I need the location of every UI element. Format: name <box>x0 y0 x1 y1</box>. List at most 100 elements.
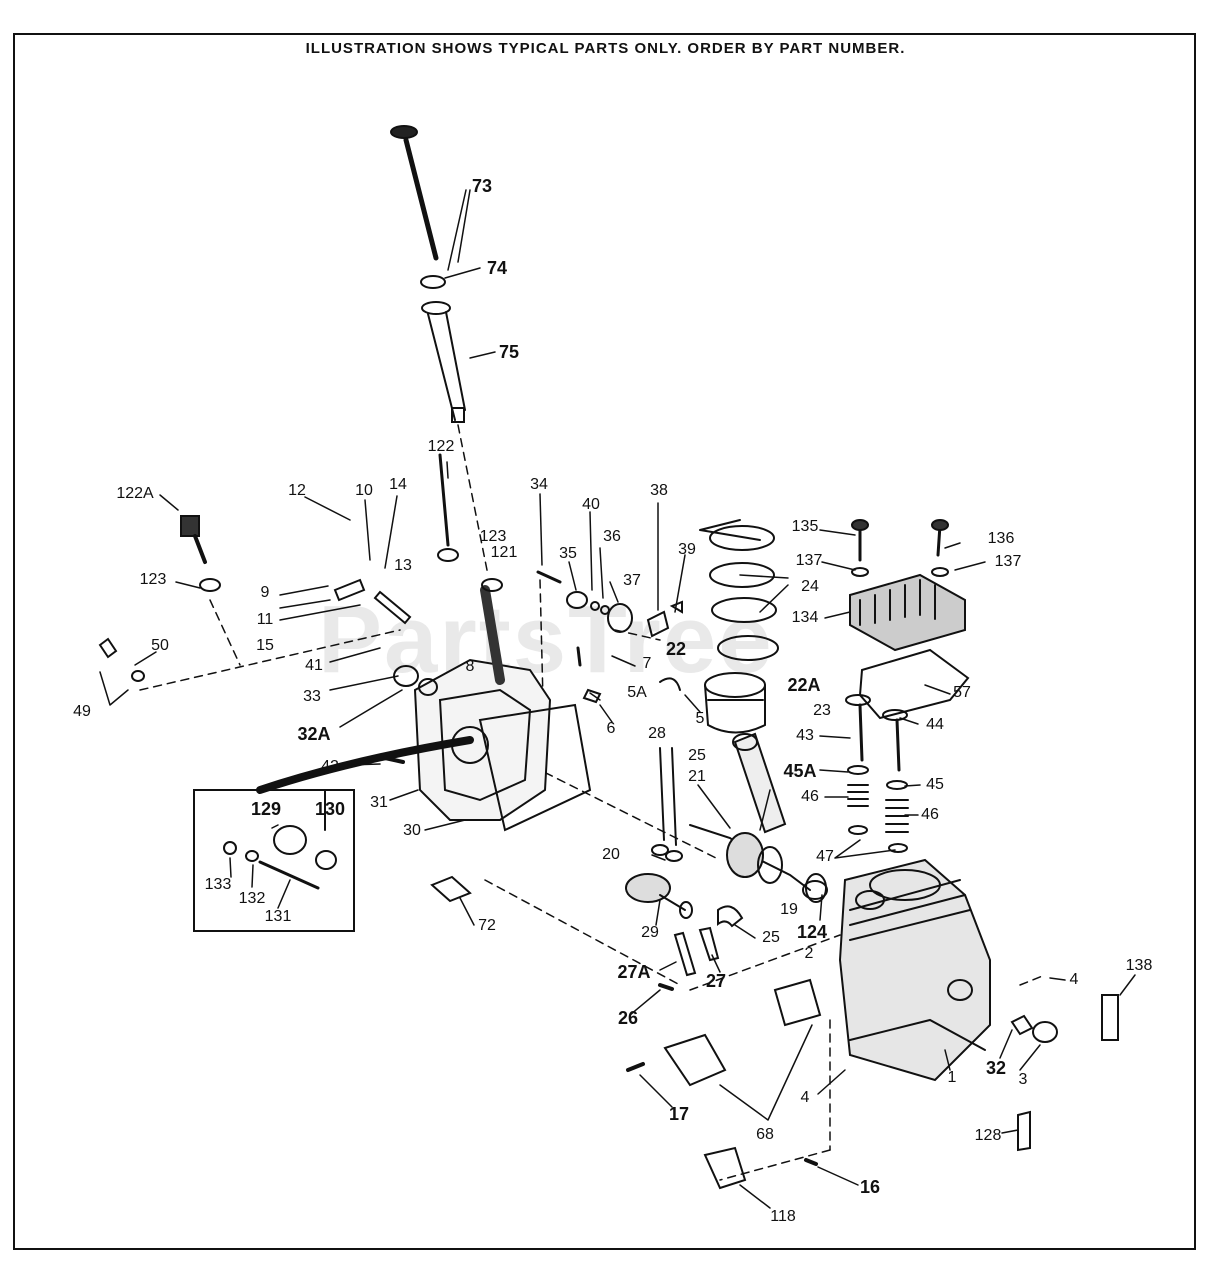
screw-part-17 <box>626 1062 645 1072</box>
label-5A: 5A <box>627 684 647 701</box>
guide-lines <box>139 424 1046 1181</box>
cylinder-block-part-1 <box>802 858 991 1082</box>
label-27: 27 <box>705 971 727 991</box>
label-46-right: 46 <box>921 806 939 823</box>
label-42: 42 <box>321 758 339 775</box>
label-20: 20 <box>602 846 620 863</box>
inset-parts-box <box>193 789 355 932</box>
plug-part-16 <box>804 1158 818 1166</box>
label-75: 75 <box>498 342 520 362</box>
label-4-right: 4 <box>1069 971 1079 988</box>
connecting-rod-part-25 <box>732 732 787 834</box>
label-36: 36 <box>603 528 621 545</box>
label-24: 24 <box>801 578 819 595</box>
crankcase-cover-part-31 <box>256 578 592 832</box>
inset-parts <box>223 789 337 890</box>
dipstick-tube-part-75 <box>421 301 466 423</box>
label-31: 31 <box>370 794 388 811</box>
label-46-left: 46 <box>801 788 819 805</box>
label-23: 23 <box>813 702 831 719</box>
cylinder-head-part-134 <box>849 519 966 652</box>
label-133: 133 <box>204 876 232 893</box>
label-7: 7 <box>642 655 652 672</box>
label-35: 35 <box>559 545 577 562</box>
label-5: 5 <box>695 710 705 727</box>
diagram-border <box>13 33 1196 1250</box>
label-9: 9 <box>260 584 270 601</box>
label-137-right: 137 <box>994 553 1022 570</box>
bearing-part-32 <box>1010 1014 1034 1036</box>
label-134: 134 <box>791 609 819 626</box>
label-47: 47 <box>816 848 834 865</box>
label-118: 118 <box>770 1208 796 1225</box>
label-3: 3 <box>1018 1071 1028 1088</box>
label-73: 73 <box>471 176 493 196</box>
label-15: 15 <box>256 637 274 654</box>
label-130: 130 <box>314 799 346 819</box>
label-124: 124 <box>796 922 828 942</box>
label-74: 74 <box>486 258 508 278</box>
label-4-bottom: 4 <box>800 1089 810 1106</box>
label-49: 49 <box>73 703 91 720</box>
leader-lines <box>99 189 1136 1209</box>
rod-cap-part-25 <box>658 905 744 991</box>
head-gasket-part-57 <box>858 648 970 720</box>
gasket-part-72 <box>430 875 472 903</box>
label-50: 50 <box>151 637 169 654</box>
label-37: 37 <box>623 572 641 589</box>
valve-springs-part-46 <box>847 765 909 853</box>
label-11: 11 <box>256 611 274 628</box>
piston-rings-part-24 <box>699 519 779 661</box>
label-137-left: 137 <box>795 552 823 569</box>
label-57: 57 <box>953 684 971 701</box>
gaskets-part-68 <box>663 978 822 1087</box>
label-131: 131 <box>264 908 292 925</box>
label-41: 41 <box>305 657 323 674</box>
valves-part-43-44 <box>845 694 908 772</box>
label-132: 132 <box>238 890 266 907</box>
label-10: 10 <box>355 482 373 499</box>
label-2: 2 <box>804 945 814 962</box>
oil-seal-part-3 <box>1032 1021 1058 1043</box>
label-128: 128 <box>974 1127 1002 1144</box>
label-45: 45 <box>926 776 944 793</box>
label-21: 21 <box>688 768 706 785</box>
label-28: 28 <box>648 725 666 742</box>
label-22: 22 <box>665 639 687 659</box>
label-34: 34 <box>530 476 548 493</box>
label-25-cap: 25 <box>762 929 780 946</box>
label-123-top: 123 <box>479 528 507 545</box>
label-25-rod: 25 <box>688 747 706 764</box>
label-138: 138 <box>1125 957 1153 974</box>
label-17: 17 <box>668 1104 690 1124</box>
label-68: 68 <box>756 1126 774 1143</box>
label-12: 12 <box>288 482 306 499</box>
label-121: 121 <box>490 544 518 561</box>
label-32A: 32A <box>297 724 331 744</box>
label-40: 40 <box>582 496 600 513</box>
label-32: 32 <box>985 1058 1007 1078</box>
label-136: 136 <box>987 530 1015 547</box>
label-8: 8 <box>465 658 475 675</box>
camshaft-part-29 <box>625 873 693 919</box>
valve-lifters-part-28 <box>651 747 683 862</box>
label-27A: 27A <box>617 962 651 982</box>
dipstick-part-73 <box>390 125 439 261</box>
label-29: 29 <box>641 924 659 941</box>
label-72: 72 <box>478 917 496 934</box>
label-123-left: 123 <box>139 571 167 588</box>
breather-part-122A <box>180 515 221 592</box>
clip-part-49 <box>98 637 145 682</box>
label-1: 1 <box>947 1069 957 1086</box>
washer-part-74 <box>420 275 446 289</box>
decal-part-138 <box>1101 994 1119 1041</box>
label-6: 6 <box>606 720 616 737</box>
label-39: 39 <box>678 541 696 558</box>
crankshaft-part-21 <box>689 824 827 903</box>
label-19: 19 <box>780 901 798 918</box>
label-30: 30 <box>403 822 421 839</box>
label-122A: 122A <box>116 485 154 502</box>
piston-part-22A <box>704 672 766 734</box>
label-43: 43 <box>796 727 814 744</box>
